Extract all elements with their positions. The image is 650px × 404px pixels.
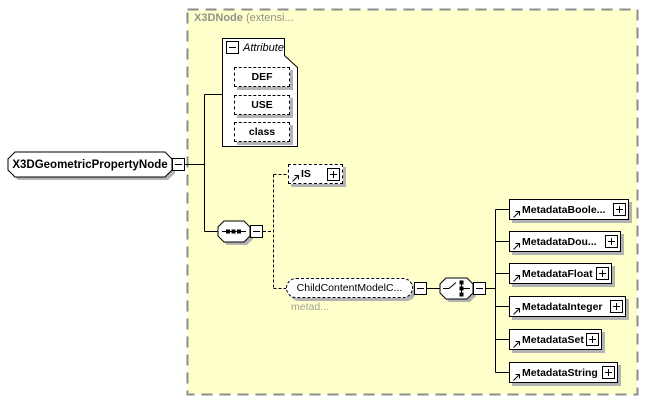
root-element-label[interactable]: X3DGeometricPropertyNode	[12, 158, 168, 171]
element-metadata-boolean[interactable]: MetadataBoole...	[509, 199, 629, 220]
element-label: IS	[301, 168, 311, 180]
collapse-icon[interactable]	[250, 225, 263, 238]
base-type-name: X3DNode	[194, 12, 243, 24]
reference-arrow-icon	[512, 273, 521, 282]
element-label: MetadataSet	[522, 333, 584, 346]
reference-arrow-icon	[512, 372, 521, 381]
element-child-content-model[interactable]: ChildContentModelC...	[286, 278, 413, 298]
element-label: MetadataDou...	[522, 235, 597, 248]
attribute-class[interactable]: class	[234, 122, 290, 142]
choice-compositor[interactable]	[439, 277, 476, 302]
element-metadata-double[interactable]: MetadataDou...	[509, 231, 621, 252]
attribute-use[interactable]: USE	[234, 95, 290, 115]
solid-connectors	[185, 94, 509, 373]
expand-icon[interactable]	[586, 333, 599, 346]
element-metadata-set[interactable]: MetadataSet	[509, 329, 602, 350]
element-label: MetadataFloat	[522, 267, 593, 280]
reference-arrow-icon	[512, 241, 521, 250]
collapse-icon[interactable]	[473, 282, 486, 295]
element-metadata-string[interactable]: MetadataString	[509, 362, 618, 383]
choice-icon	[443, 280, 470, 297]
base-type-label: X3DNode (extensi...	[194, 12, 294, 24]
element-annotation: metad...	[291, 301, 329, 313]
attribute-group-container[interactable]	[222, 38, 298, 147]
choice-octagon	[439, 277, 474, 300]
reference-arrow-icon	[512, 306, 521, 315]
expand-icon[interactable]	[596, 267, 609, 280]
root-element-shape[interactable]	[7, 151, 175, 180]
attribute-group-label: Attribute	[243, 41, 284, 54]
element-metadata-integer[interactable]: MetadataInteger	[509, 296, 626, 317]
base-type-suffix: (extensi...	[242, 12, 294, 24]
element-label: ChildContentModelC...	[296, 282, 403, 294]
element-label: MetadataString	[522, 366, 598, 379]
element-label: MetadataBoole...	[522, 203, 606, 216]
element-is[interactable]: IS	[288, 164, 343, 184]
element-metadata-float[interactable]: MetadataFloat	[509, 263, 612, 284]
attribute-label: USE	[251, 99, 273, 111]
root-element-outline	[7, 151, 173, 178]
reference-arrow-icon	[291, 173, 300, 182]
element-label: MetadataInteger	[522, 300, 603, 313]
collapse-icon[interactable]	[414, 282, 427, 295]
expand-icon[interactable]	[613, 203, 626, 216]
expand-icon[interactable]	[610, 300, 623, 313]
attribute-label: DEF	[251, 71, 273, 83]
collapse-icon[interactable]	[172, 158, 185, 171]
optional-connectors	[263, 174, 288, 289]
expand-icon[interactable]	[327, 167, 340, 181]
attribute-def[interactable]: DEF	[234, 67, 290, 87]
expand-icon[interactable]	[602, 366, 615, 379]
sequence-icon	[222, 229, 246, 234]
expand-icon[interactable]	[605, 235, 618, 248]
attribute-label: class	[248, 126, 276, 138]
sequence-compositor[interactable]	[217, 220, 253, 245]
collapse-icon[interactable]	[226, 41, 239, 54]
reference-arrow-icon	[512, 339, 521, 348]
reference-arrow-icon	[512, 209, 521, 218]
